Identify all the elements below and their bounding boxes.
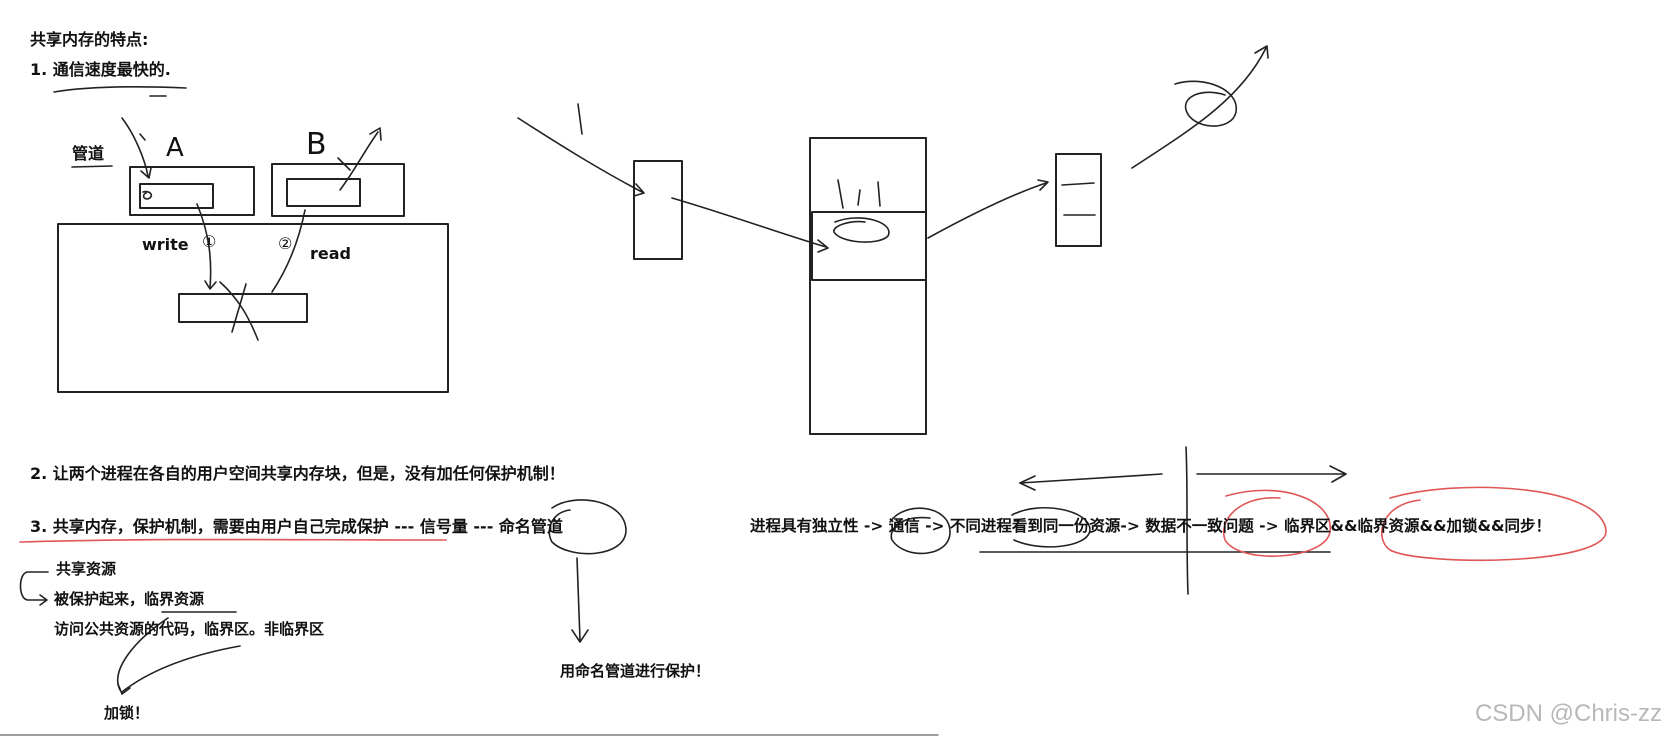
arrow-out-b — [339, 131, 379, 191]
shared-resource-label: 共享资源 — [56, 560, 117, 578]
arrow-out-b-head — [369, 127, 382, 141]
right-process-box — [1055, 153, 1102, 247]
process-b-label: B — [306, 127, 327, 162]
pipe-underline — [71, 165, 113, 168]
concept-chain: 进程具有独立性 -> 通信 -> 不同进程看到同一份资源-> 数据不一致问题 -… — [750, 517, 1552, 535]
curve-out-memory — [927, 182, 1047, 239]
communication-circle — [889, 507, 951, 555]
segment-circle — [833, 217, 890, 243]
incoming-curve-head — [633, 183, 645, 197]
cross-line-2 — [231, 283, 247, 333]
incoming-curve — [517, 117, 643, 193]
arrow-read — [271, 209, 306, 293]
arrow-write — [196, 203, 212, 289]
left-arrow-line — [1019, 473, 1163, 484]
write-label: write — [142, 235, 189, 254]
critical-circle — [1381, 486, 1607, 562]
arrow-into-a-head — [140, 167, 152, 179]
outgoing-circle — [1174, 80, 1237, 127]
right-arrow-head — [1329, 465, 1347, 483]
a-letter-tick — [139, 133, 146, 141]
memory-column — [809, 137, 927, 435]
arrow-into-a — [121, 117, 149, 177]
mark-tick — [577, 103, 583, 135]
segment-arrow-3 — [857, 189, 861, 206]
a-scribble-circle — [142, 190, 153, 200]
pipe-label: 管道 — [72, 144, 105, 163]
left-process-box — [633, 160, 683, 260]
outgoing-curve — [1131, 47, 1267, 169]
point-1: 1. 通信速度最快的. — [30, 60, 171, 79]
watermark: CSDN @Chris-zz — [1474, 700, 1662, 727]
cross-line — [219, 281, 259, 341]
read-label: read — [310, 244, 351, 263]
point-2: 2. 让两个进程在各自的用户空间共享内存块，但是，没有加任何保护机制！ — [30, 464, 565, 483]
named-pipe-arrow-head — [571, 629, 589, 643]
resource-bracket-head — [39, 594, 48, 606]
arrow-write-head — [204, 280, 217, 290]
mark-two: ② — [278, 234, 293, 253]
same-resource-circle — [1011, 507, 1091, 548]
b-stroke — [337, 157, 351, 171]
protected-critical-label: 被保护起来，临界资源 — [54, 590, 205, 608]
curve-out-memory-head — [1037, 179, 1049, 191]
right-box-mark-1 — [1061, 182, 1095, 186]
curve-into-memory-head — [817, 239, 829, 253]
left-arrow-head — [1019, 475, 1036, 491]
shared-segment — [811, 211, 927, 281]
data-issue-circle — [1222, 489, 1331, 557]
critical-section-label: 访问公共资源的代码，临界区。非临界区 — [54, 620, 325, 638]
curve-into-memory — [671, 197, 827, 248]
mark-one: ① — [202, 232, 217, 251]
outgoing-curve-head — [1254, 45, 1269, 59]
point-3: 3. 共享内存，保护机制，需要由用户自己完成保护 --- 信号量 --- 命名管… — [30, 517, 563, 536]
lock-label: 加锁！ — [104, 704, 150, 722]
lock-arrow-head — [117, 683, 131, 695]
process-b-inner-box — [286, 178, 361, 207]
process-a-inner-box — [139, 183, 214, 209]
named-pipe-protect-label: 用命名管道进行保护！ — [560, 662, 711, 680]
named-pipe-arrow — [576, 557, 581, 641]
page-title: 共享内存的特点: — [30, 30, 149, 49]
vertical-divider — [1185, 446, 1189, 595]
segment-arrow-2 — [877, 181, 881, 207]
lock-arrow-2 — [121, 645, 241, 693]
kernel-box — [57, 223, 449, 393]
segment-arrow-1 — [837, 179, 844, 209]
process-a-box — [129, 166, 255, 216]
process-a-label: A — [166, 133, 184, 163]
named-pipe-circle — [548, 499, 627, 555]
process-b-box — [271, 163, 405, 217]
resource-bracket — [19, 571, 49, 601]
point1-underline — [53, 86, 187, 93]
point3-underline — [19, 538, 447, 543]
